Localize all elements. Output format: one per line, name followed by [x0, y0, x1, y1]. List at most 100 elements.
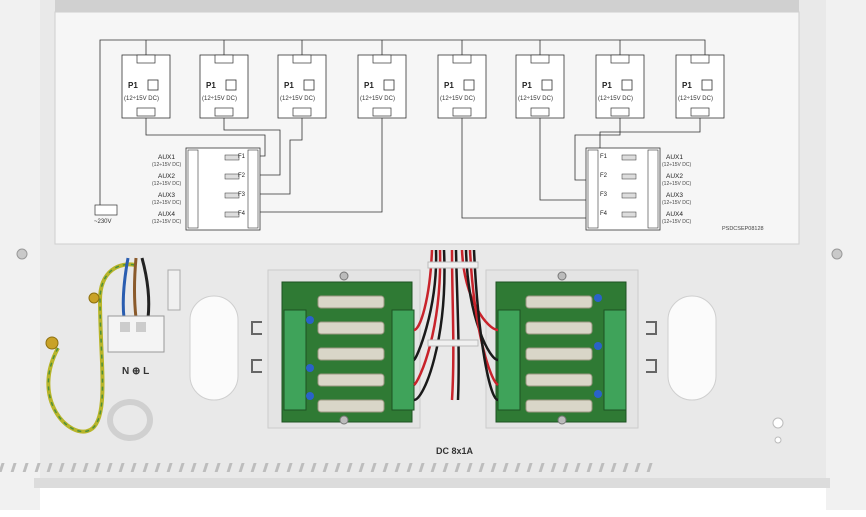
vent-slot: [406, 463, 413, 472]
mounting-slot: [667, 295, 717, 401]
module-p1-label: P1: [444, 81, 454, 90]
converter-module: [121, 54, 171, 119]
aux-range-right: (12÷15V DC): [662, 181, 692, 187]
vent-slot: [466, 463, 473, 472]
module-range-label: (12÷15V DC): [202, 96, 237, 102]
module-p1-label: P1: [284, 81, 294, 90]
vent-slot: [298, 463, 305, 472]
aux-range-left: (12÷15V DC): [152, 162, 182, 168]
vent-slot: [538, 463, 545, 472]
fuse-label-right: F3: [600, 192, 608, 198]
vent-slot: [646, 463, 653, 472]
aux3-label-right: AUX3: [666, 192, 683, 199]
vent-slot: [586, 463, 593, 472]
vent-slot: [58, 463, 65, 472]
vent-slot: [550, 463, 557, 472]
converter-module-group: [121, 54, 725, 119]
vent-slot: [334, 463, 341, 472]
module-range-label: (12÷15V DC): [124, 96, 159, 102]
converter-module: [357, 54, 407, 119]
aux-range-left: (12÷15V DC): [152, 181, 182, 187]
vent-slot: [238, 463, 245, 472]
vent-slot: [106, 463, 113, 472]
vent-slot: [634, 463, 641, 472]
aux4-label-left: AUX4: [158, 211, 175, 218]
vent-slot: [118, 463, 125, 472]
module-p1-label: P1: [682, 81, 692, 90]
module-p1-label: P1: [128, 81, 138, 90]
vent-slot: [418, 463, 425, 472]
aux-block-left: [185, 147, 261, 231]
module-p1-label: P1: [602, 81, 612, 90]
fuse-label-right: F2: [600, 173, 608, 179]
vent-slot: [394, 463, 401, 472]
vent-slot: [178, 463, 185, 472]
vent-slot: [70, 463, 77, 472]
mains-voltage-label: ~230V: [94, 219, 112, 225]
mains-fuse-holder: [167, 269, 181, 311]
vent-slot: [514, 463, 521, 472]
vent-slot: [190, 463, 197, 472]
vent-slot: [310, 463, 317, 472]
aux2-label-left: AUX2: [158, 173, 175, 180]
vent-slot: [430, 463, 437, 472]
vent-slot: [382, 463, 389, 472]
vent-slot: [214, 463, 221, 472]
converter-module: [437, 54, 487, 119]
aux1-label-right: AUX1: [666, 154, 683, 161]
aux-range-right: (12÷15V DC): [662, 219, 692, 225]
converter-module: [199, 54, 249, 119]
aux-range-left: (12÷15V DC): [152, 200, 182, 206]
vent-slot: [10, 463, 17, 472]
vent-slot: [598, 463, 605, 472]
vent-slot: [610, 463, 617, 472]
fuse-label-left: F2: [238, 173, 246, 179]
vent-slot: [622, 463, 629, 472]
model-code: PSDCSEP08128: [722, 226, 764, 232]
vent-slot: [202, 463, 209, 472]
module-p1-label: P1: [522, 81, 532, 90]
wiring-diagram-panel: [54, 11, 800, 245]
vent-slot: [490, 463, 497, 472]
converter-module: [515, 54, 565, 119]
converter-module: [595, 54, 645, 119]
vent-slot: [250, 463, 257, 472]
converter-module: [277, 54, 327, 119]
fuse-label-left: F3: [238, 192, 246, 198]
vent-slot: [346, 463, 353, 472]
fuse-label-left: F1: [238, 154, 246, 160]
aux2-label-right: AUX2: [666, 173, 683, 180]
vent-slot: [454, 463, 461, 472]
aux3-label-left: AUX3: [158, 192, 175, 199]
module-range-label: (12÷15V DC): [280, 96, 315, 102]
vent-slot: [22, 463, 29, 472]
fuse-label-right: F1: [600, 154, 608, 160]
mounting-slot: [189, 295, 239, 401]
aux-range-right: (12÷15V DC): [662, 200, 692, 206]
vent-slot: [322, 463, 329, 472]
module-range-label: (12÷15V DC): [360, 96, 395, 102]
module-range-label: (12÷15V DC): [518, 96, 553, 102]
vent-slot: [34, 463, 41, 472]
vent-slot: [82, 463, 89, 472]
vent-slot: [478, 463, 485, 472]
vent-slot: [574, 463, 581, 472]
vent-slot: [442, 463, 449, 472]
mains-terminal-block: [107, 315, 165, 353]
vent-slot: [154, 463, 161, 472]
vent-slot: [262, 463, 269, 472]
vent-slot: [274, 463, 281, 472]
vent-slot: [286, 463, 293, 472]
aux4-label-right: AUX4: [666, 211, 683, 218]
module-range-label: (12÷15V DC): [678, 96, 713, 102]
fuse-board-right: [485, 269, 639, 429]
fuse-board-left: [267, 269, 421, 429]
aux1-label-left: AUX1: [158, 154, 175, 161]
vent-slot: [166, 463, 173, 472]
aux-range-left: (12÷15V DC): [152, 219, 182, 225]
cable-grommet: [107, 399, 153, 441]
output-rating-label: DC 8x1A: [436, 446, 474, 456]
vent-slot: [130, 463, 137, 472]
